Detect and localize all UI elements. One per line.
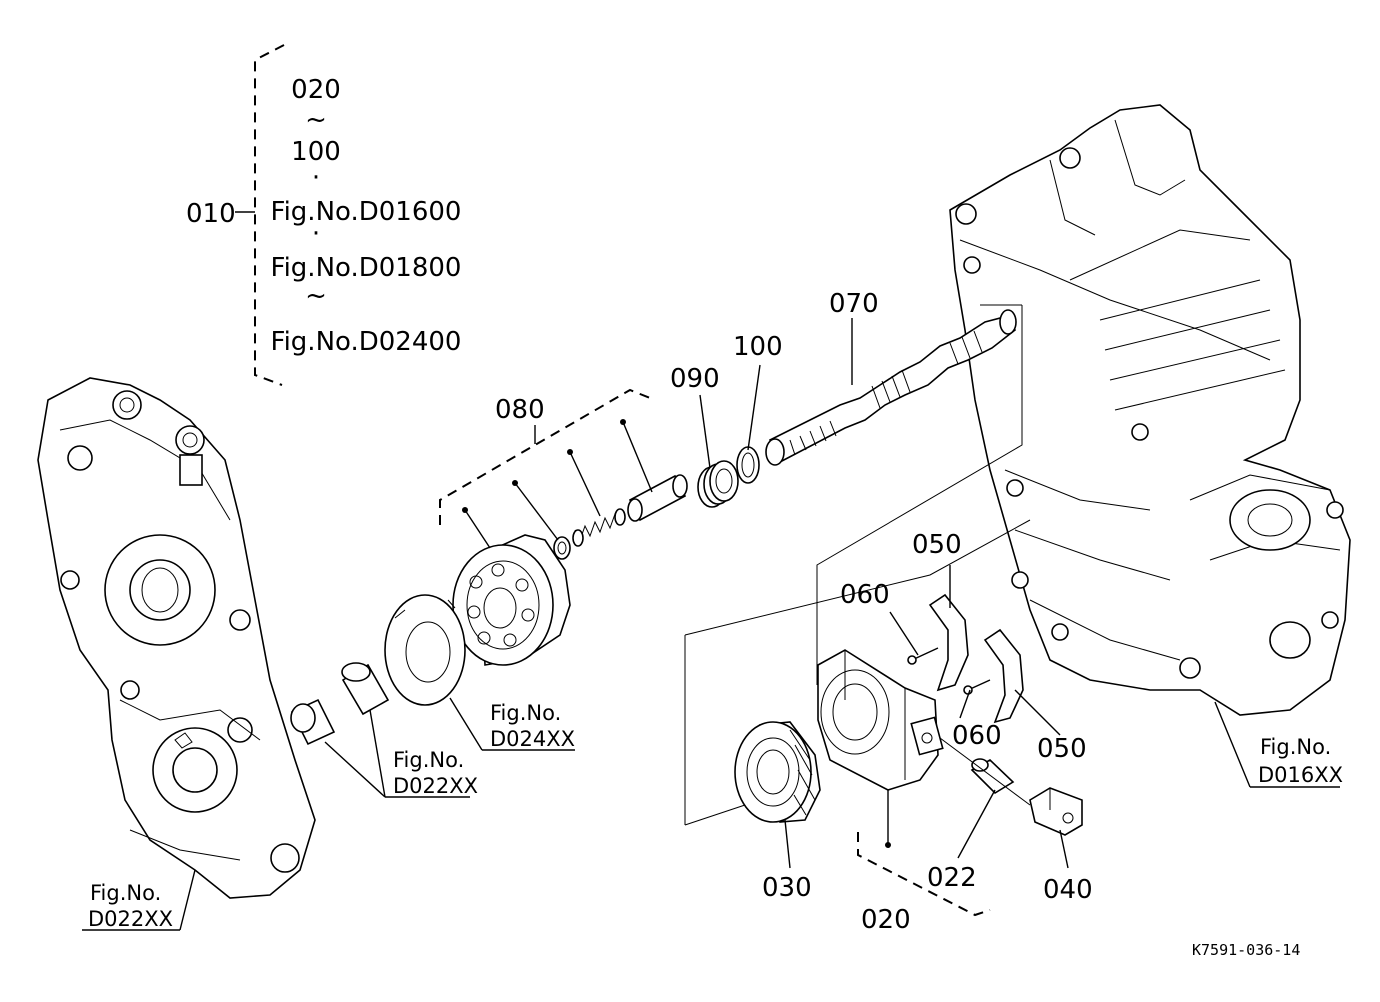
bracket-line-4: Fig.No.D01600	[271, 197, 462, 227]
left-housing-icon	[37, 377, 316, 899]
assembly-number: 010	[186, 199, 236, 229]
label-050-top: 050	[912, 530, 962, 560]
label-040: 040	[1043, 875, 1093, 905]
bracket-line-1: ~	[305, 105, 327, 135]
right-housing-icon	[949, 104, 1351, 716]
figref-d024-line2: D024XX	[490, 727, 575, 751]
figref-d022-mid-line2: D022XX	[393, 774, 478, 798]
label-022: 022	[927, 863, 977, 893]
figref-d022-left-line2: D022XX	[88, 907, 173, 931]
bearing-icon	[734, 721, 821, 823]
figref-d022-left-line1: Fig.No.	[90, 881, 161, 905]
label-050-bottom: 050	[1037, 734, 1087, 764]
shim-050-icon	[928, 593, 1024, 724]
label-080: 080	[495, 395, 545, 425]
bracket-line-6: Fig.No.D01800	[271, 253, 462, 283]
figref-d016-line2: D016XX	[1258, 763, 1343, 787]
group-080	[439, 388, 688, 666]
figref-d022-mid-line1: Fig.No.	[393, 748, 464, 772]
label-090: 090	[670, 364, 720, 394]
label-070: 070	[829, 289, 879, 319]
figref-d024-line1: Fig.No.	[490, 701, 561, 725]
spring-icon	[697, 460, 739, 508]
drawing-code: K7591-036-14	[1192, 941, 1300, 959]
bracket-line-3: ·	[312, 163, 320, 193]
block-040-icon	[1029, 787, 1083, 836]
figref-d016-line1: Fig.No.	[1260, 735, 1331, 759]
label-030: 030	[762, 873, 812, 903]
shaft-icon	[765, 304, 1023, 685]
bracket-line-5: ·	[312, 219, 320, 249]
bracket-line-7: ~	[305, 281, 327, 311]
bracket-line-8: Fig.No.D02400	[271, 327, 462, 357]
bearing-housing-icon	[817, 649, 944, 791]
lower-bracket	[684, 519, 1031, 826]
screw-060-icon	[907, 647, 991, 695]
bushing-icon	[290, 662, 390, 746]
circlip-icon	[736, 446, 760, 484]
bracket-lines: 020~100·Fig.No.D01600·Fig.No.D01800~Fig.…	[271, 75, 462, 357]
label-060-top: 060	[840, 580, 890, 610]
bracket-line-2: 100	[291, 137, 341, 167]
label-060-bottom: 060	[952, 721, 1002, 751]
label-020: 020	[861, 905, 911, 935]
valve-plate-icon	[384, 594, 466, 706]
label-100: 100	[733, 332, 783, 362]
assembly-bracket: 010 020~100·Fig.No.D01600·Fig.No.D01800~…	[186, 44, 462, 386]
bracket-line-0: 020	[291, 75, 341, 105]
